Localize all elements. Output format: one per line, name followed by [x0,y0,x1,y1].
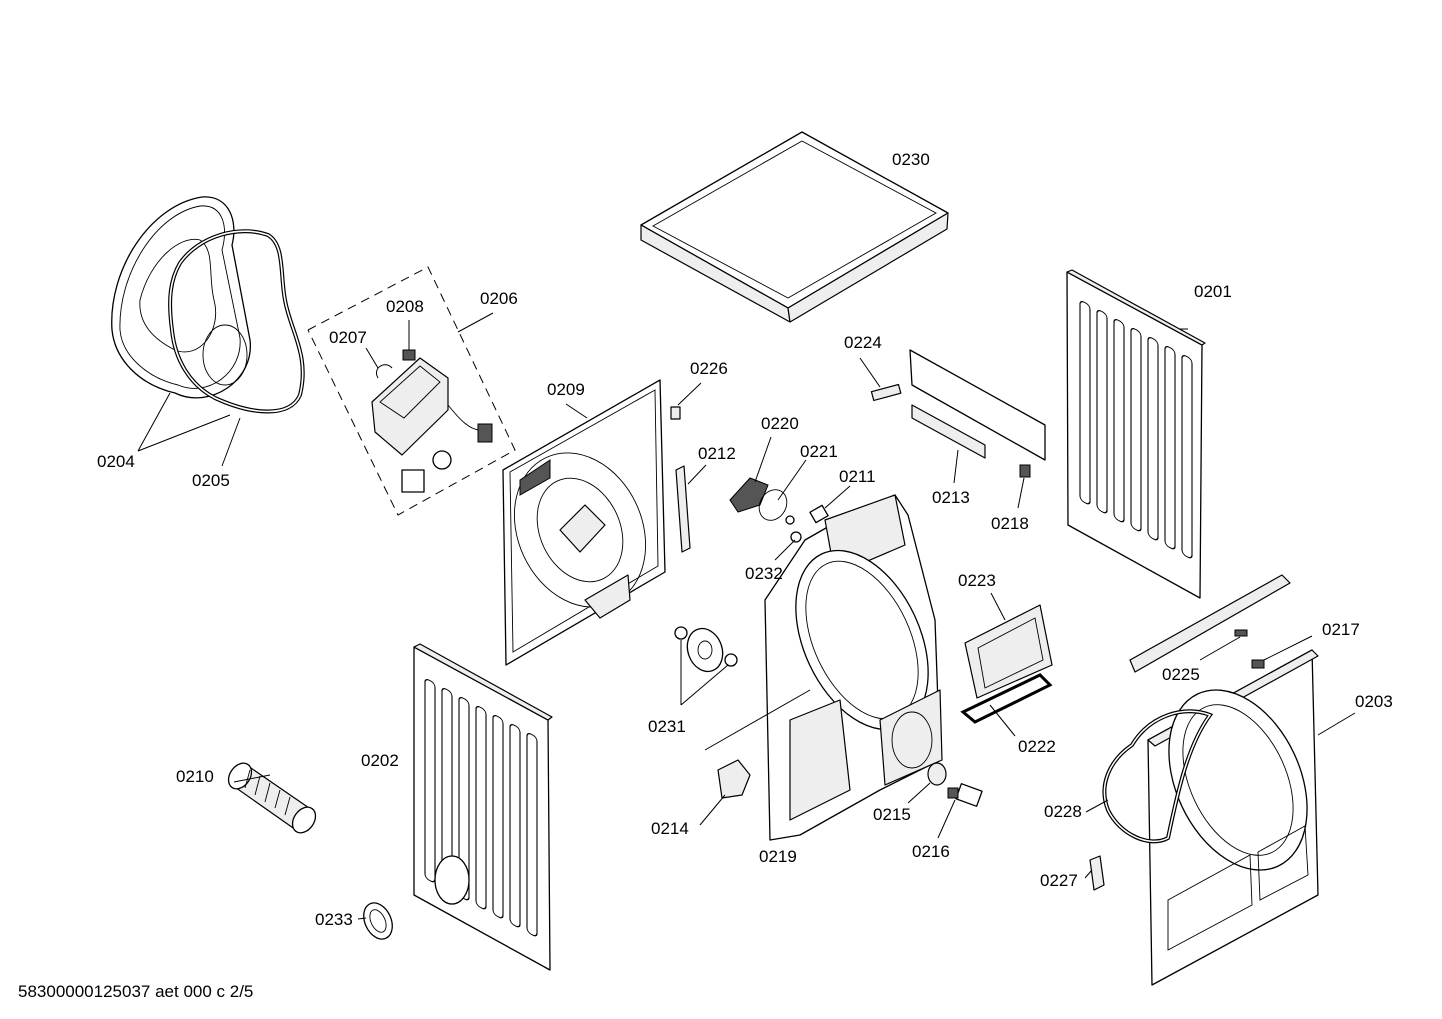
part-0218-clip [1019,464,1031,478]
part-0211-thermostat [809,504,829,524]
label-0220: 0220 [761,414,799,433]
label-0204: 0204 [97,452,135,471]
part-0212-rail [675,465,691,553]
label-0219: 0219 [759,847,797,866]
part-0208-connector [402,349,416,361]
part-0209-rear-panel [502,379,666,666]
label-0230: 0230 [892,150,930,169]
label-0221: 0221 [800,442,838,461]
label-0215: 0215 [873,805,911,824]
label-0211: 0211 [839,467,876,486]
part-0205-door-seal [168,229,305,414]
part-0222-filter-seal [960,673,1053,724]
label-0203: 0203 [1355,692,1393,711]
label-0226: 0226 [690,359,728,378]
part-0202-side-panel [413,643,553,971]
label-0212: 0212 [698,444,736,463]
part-0228-door-seal [1102,709,1214,844]
part-0224-clip [870,383,902,402]
label-0202: 0202 [361,751,399,770]
label-0225: 0225 [1162,665,1200,684]
label-0205: 0205 [192,471,230,490]
part-0219-front-bearing-shield [764,494,943,841]
drawing-reference: 58300000125037 aet 000 c 2/5 [18,982,253,1001]
label-0227: 0227 [1040,871,1078,890]
label-0208: 0208 [386,297,424,316]
part-0221-gasket [758,489,788,521]
label-0207: 0207 [329,328,367,347]
part-0204-rear-frame [111,196,251,399]
part-0206-control-group [307,266,516,516]
part-0210-hose [227,762,317,834]
part-0227-hinge-clip [1089,855,1105,891]
part-0230-top-cover [640,131,949,323]
part-0231-fan-wheel [674,626,738,673]
part-0213-control-bracket [909,349,1046,461]
part-0232-fitting [785,515,802,543]
part-0233-cap [363,902,393,940]
label-0233: 0233 [315,910,353,929]
part-0223-fluff-filter [964,604,1053,699]
part-0203-front-panel [1147,649,1319,986]
label-0232: 0232 [745,564,783,583]
label-0224: 0224 [844,333,882,352]
label-0217: 0217 [1322,620,1360,639]
label-0218: 0218 [991,514,1029,533]
part-0201-side-panel [1066,269,1206,599]
label-0213: 0213 [932,488,970,507]
part-0215-knob [927,762,947,786]
part-0217-clip [1251,659,1265,669]
label-0206: 0206 [480,289,518,308]
label-0201: 0201 [1194,282,1232,301]
label-0231: 0231 [648,717,686,736]
label-0228: 0228 [1044,802,1082,821]
label-0209: 0209 [547,380,585,399]
label-0210: 0210 [176,767,214,786]
part-0216-switch [947,783,983,807]
label-0223: 0223 [958,571,996,590]
part-0207-module [371,357,493,493]
leader-lines [137,312,1356,920]
label-0214: 0214 [651,819,689,838]
label-0216: 0216 [912,842,950,861]
part-0225-front-strip [1129,574,1291,673]
part-0226-clip [670,406,681,420]
label-0222: 0222 [1018,737,1056,756]
part-0220-sensor [729,477,769,513]
part-0214-bracket [717,759,751,799]
